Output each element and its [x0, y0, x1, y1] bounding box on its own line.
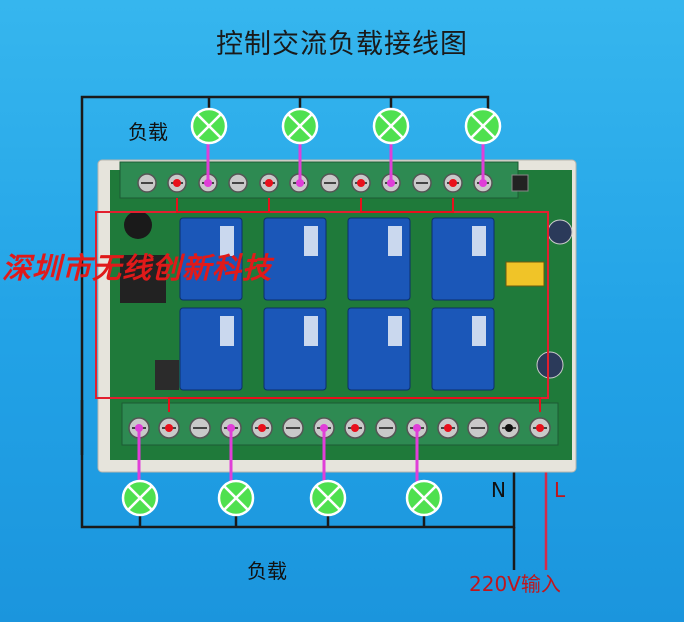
lamp-cross	[287, 113, 313, 139]
load-point	[387, 179, 395, 187]
neutral-point	[505, 424, 513, 432]
live-bus-bottom	[168, 397, 541, 412]
lamp-cross	[411, 485, 437, 511]
lamp-cross	[223, 485, 249, 511]
relay-logo	[472, 226, 486, 256]
capacitor-top	[547, 219, 573, 245]
relay-logo	[220, 226, 234, 256]
load-point	[227, 424, 235, 432]
bottom-terminal-strip	[121, 402, 559, 446]
bottom-wire	[80, 400, 516, 529]
diagram-title: 控制交流负载接线图	[216, 29, 468, 60]
live-point	[449, 179, 457, 187]
capacitor-bottom	[536, 351, 564, 379]
transformer	[505, 261, 545, 287]
live-point	[357, 179, 365, 187]
live-point	[265, 179, 273, 187]
relay-logo	[472, 316, 486, 346]
push-button	[511, 174, 529, 192]
relay-logo	[304, 316, 318, 346]
live-point	[258, 424, 266, 432]
control-chip	[120, 255, 166, 303]
neutral-label: N	[491, 478, 506, 502]
load-point	[479, 179, 487, 187]
relay-logo	[220, 316, 234, 346]
live-point	[351, 424, 359, 432]
load-label-bottom: 负载	[247, 559, 287, 583]
load-point	[413, 424, 421, 432]
load-label-top: 负载	[128, 120, 168, 144]
lamp-cross	[127, 485, 153, 511]
load-lamps	[121, 107, 502, 517]
antenna-coil	[124, 211, 152, 239]
lamp-cross	[196, 113, 222, 139]
relay-logo	[304, 226, 318, 256]
lamp-cross	[315, 485, 341, 511]
live-point	[173, 179, 181, 187]
live-label: L	[554, 478, 566, 502]
live-bus-top	[360, 198, 454, 213]
lcd-module	[155, 360, 179, 390]
live-point	[165, 424, 173, 432]
live-bus-top	[176, 198, 270, 213]
lamp-cross	[470, 113, 496, 139]
load-point	[320, 424, 328, 432]
watermark-text: 深圳市无线创新科技	[2, 251, 273, 285]
relay-logo	[388, 226, 402, 256]
relays	[179, 217, 495, 391]
load-point	[296, 179, 304, 187]
lamp-cross	[378, 113, 404, 139]
relay-logo	[388, 316, 402, 346]
live-point	[444, 424, 452, 432]
load-point	[135, 424, 143, 432]
load-point	[204, 179, 212, 187]
live-point	[536, 424, 544, 432]
input-label: 220V输入	[469, 572, 561, 596]
